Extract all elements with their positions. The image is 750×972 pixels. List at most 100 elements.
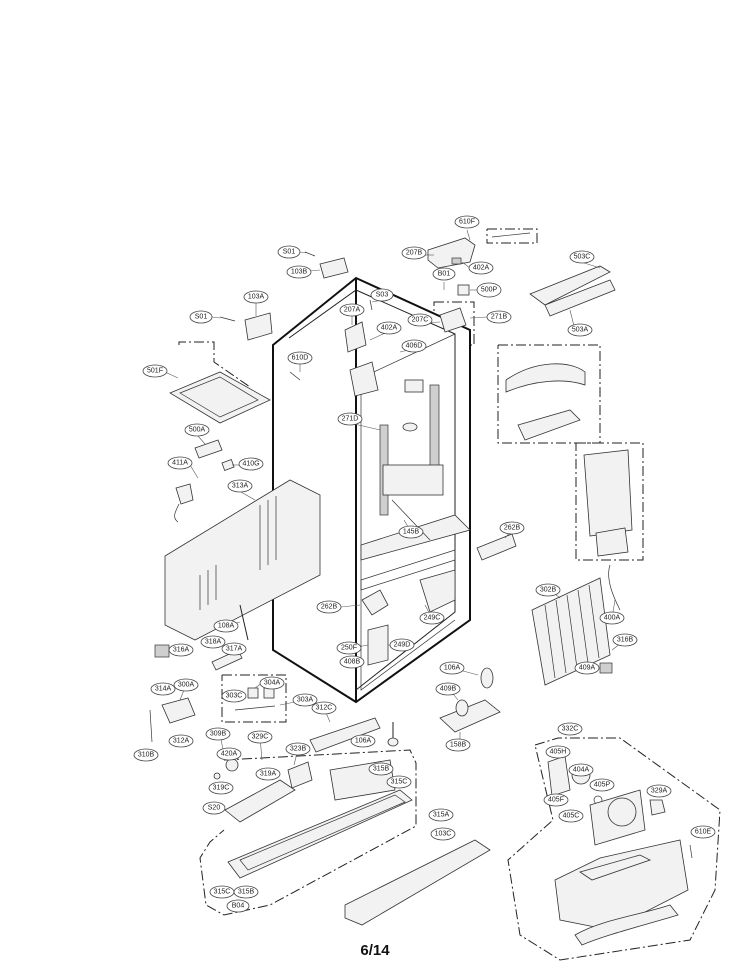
svg-text:302B: 302B (540, 587, 557, 594)
callout-405F: 405F (543, 793, 569, 807)
callout-B04: B04 (226, 899, 250, 913)
callout-271B: 271B (486, 310, 512, 324)
callout-S03: S03 (370, 288, 394, 302)
callout-408B: 408B (339, 655, 365, 669)
svg-text:B04: B04 (232, 903, 245, 910)
svg-text:262B: 262B (504, 525, 521, 532)
svg-text:409B: 409B (440, 686, 457, 693)
svg-text:313A: 313A (232, 483, 249, 490)
svg-text:207B: 207B (406, 250, 423, 257)
svg-text:500A: 500A (189, 427, 206, 434)
callout-409A: 409A (574, 661, 600, 675)
svg-text:103B: 103B (291, 269, 308, 276)
callout-315C-bottom: 315C (209, 885, 235, 899)
svg-text:610E: 610E (695, 829, 712, 836)
svg-text:329C: 329C (252, 734, 269, 741)
callout-332C: 332C (557, 722, 583, 736)
svg-text:404A: 404A (573, 767, 590, 774)
callout-400A: 400A (599, 611, 625, 625)
page-number: 6/14 (360, 942, 390, 959)
callout-303A: 303A (292, 693, 318, 707)
callout-315A: 315A (428, 808, 454, 822)
svg-text:402A: 402A (381, 325, 398, 332)
callout-318A: 318A (200, 635, 226, 649)
callout-329C: 329C (247, 730, 273, 744)
svg-text:329A: 329A (651, 788, 668, 795)
svg-text:405C: 405C (563, 813, 580, 820)
callout-310B: 310B (133, 748, 159, 762)
callout-312C: 312C (311, 701, 337, 715)
callout-106A: 106A (350, 734, 376, 748)
svg-text:317A: 317A (226, 646, 243, 653)
svg-text:106A: 106A (444, 665, 461, 672)
svg-text:402A: 402A (473, 265, 490, 272)
bottom-parts (213, 717, 491, 926)
callout-402A-top: 402A (468, 261, 494, 275)
callout-300A: 300A (173, 678, 199, 692)
callout-309B: 309B (205, 727, 231, 741)
callout-207C: 207C (407, 313, 433, 327)
callout-329A: 329A (646, 784, 672, 798)
svg-text:314A: 314A (155, 686, 172, 693)
svg-text:207A: 207A (344, 307, 361, 314)
callout-316A: 316A (168, 643, 194, 657)
svg-text:315C: 315C (214, 889, 231, 896)
callout-313A: 313A (227, 479, 253, 493)
callout-S01-top: S01 (277, 245, 301, 259)
callout-406D: 406D (401, 339, 427, 353)
svg-text:262B: 262B (321, 604, 338, 611)
callout-314A: 314A (150, 682, 176, 696)
svg-text:S20: S20 (208, 805, 221, 812)
svg-text:408B: 408B (344, 659, 361, 666)
svg-text:409A: 409A (579, 665, 596, 672)
svg-text:315B: 315B (373, 766, 390, 773)
callout-409B: 409B (435, 682, 461, 696)
svg-text:400A: 400A (604, 615, 621, 622)
callout-500P: 500P (476, 282, 502, 298)
svg-text:S01: S01 (283, 249, 296, 256)
callout-S01: S01 (189, 310, 213, 324)
svg-text:319C: 319C (213, 785, 230, 792)
callout-610E: 610E (690, 825, 716, 839)
callout-labels: 610F 207B 402A S01 103B B01 500P 503C 50… (133, 215, 716, 913)
callout-404A: 404A (568, 763, 594, 777)
ice-dispenser-assembly (547, 755, 693, 946)
svg-text:312A: 312A (173, 738, 190, 745)
callout-319A: 319A (255, 767, 281, 781)
svg-text:303C: 303C (226, 693, 243, 700)
callout-317A: 317A (221, 642, 247, 656)
svg-text:145B: 145B (403, 529, 420, 536)
callout-103A: 103A (243, 290, 269, 304)
callout-420A: 420A (216, 747, 242, 761)
svg-text:158B: 158B (450, 742, 467, 749)
callout-312A: 312A (168, 734, 194, 748)
callout-315C: 315C (386, 775, 412, 789)
callout-500A: 500A (184, 423, 210, 437)
svg-text:304A: 304A (264, 680, 281, 687)
svg-text:500P: 500P (481, 287, 498, 294)
callout-249C: 249C (419, 611, 445, 625)
svg-text:106A: 106A (355, 738, 372, 745)
callout-411A: 411A (167, 456, 193, 470)
main-cabinet (272, 276, 471, 704)
callout-106A-right: 106A (439, 661, 465, 675)
svg-text:610D: 610D (292, 355, 309, 362)
top-parts (219, 232, 616, 381)
svg-text:250F: 250F (341, 645, 357, 652)
svg-text:249D: 249D (394, 642, 411, 649)
svg-text:410G: 410G (242, 461, 259, 468)
callout-304A: 304A (259, 676, 285, 690)
svg-text:103A: 103A (248, 294, 265, 301)
svg-text:318A: 318A (205, 639, 222, 646)
svg-text:405H: 405H (550, 749, 567, 756)
svg-text:319A: 319A (260, 771, 277, 778)
svg-text:332C: 332C (562, 726, 579, 733)
callout-250F: 250F (336, 641, 362, 655)
svg-text:411A: 411A (172, 460, 188, 467)
callout-262B: 262B (499, 521, 525, 535)
callout-410G: 410G (238, 457, 264, 471)
svg-text:300A: 300A (178, 682, 195, 689)
svg-text:406D: 406D (406, 343, 423, 350)
svg-text:503C: 503C (574, 254, 591, 261)
